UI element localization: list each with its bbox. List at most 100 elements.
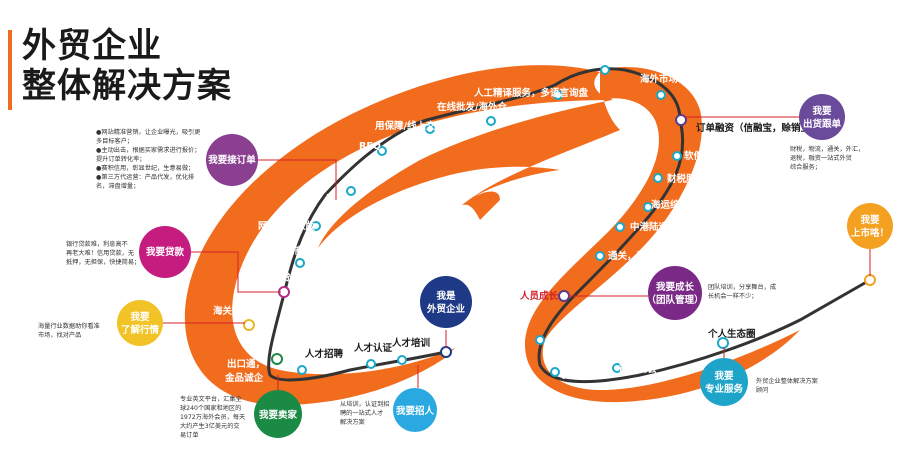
bubble-zhuanye[interactable]: 我要 专业服务 (700, 358, 748, 406)
bubble-chuhuo-line1: 我要 (812, 105, 832, 117)
bubble-jiedan[interactable]: 我要接订单 (206, 134, 258, 186)
label-zaixian: 在线批发/海外仓 (437, 101, 507, 113)
label-haiwai: 海外市场 (640, 73, 679, 85)
track-dot (297, 365, 307, 375)
bubble-connectors (163, 116, 871, 393)
desc-line: 财税，物流，通关，外汇， (790, 146, 865, 153)
desc-hangqing: 海量行业数据助你看准 市场，找对产品 (38, 322, 100, 340)
track-dot (643, 202, 653, 212)
bubble-zhuanye-line2: 专业服务 (705, 383, 744, 395)
track-lower (537, 119, 871, 383)
bubble-waimao[interactable]: 我是 外贸企业 (420, 276, 472, 328)
label-haiyun: 海运综合服务 (651, 199, 709, 211)
label-rencai-peixun: 人才培训 (392, 337, 430, 349)
track-dot (295, 258, 305, 268)
track-dot (271, 353, 283, 365)
bubble-shangshi[interactable]: 我要 上市咯！ (847, 203, 893, 249)
label-dingdan: 订单融资（信融宝，赊销宝） (696, 122, 820, 134)
label-rencai-zhaopin: 人才招聘 (305, 348, 344, 360)
track-dot (535, 335, 545, 345)
bubble-daikuan-text: 我要贷款 (146, 246, 185, 258)
desc-zhuanye: 外贸企业整体解决方案 顾问 (756, 377, 818, 395)
connector-daikuan (190, 251, 281, 293)
bubble-zhaoren[interactable]: 我要招人 (393, 388, 437, 432)
track-dot (558, 290, 570, 302)
label-wangshang-gj: 网商贷高级版 (258, 220, 316, 232)
desc-line: 综合服务； (790, 164, 821, 171)
label-rfq: RFQ (359, 141, 381, 152)
track-dot (653, 173, 663, 183)
bubble-shangshi-line1: 我要 (860, 214, 880, 226)
desc-line: 从培训，认证到招 (340, 401, 390, 408)
desc-line: 银行贷款难，利息高不 (66, 241, 128, 248)
desc-line: 易订单 (180, 432, 199, 439)
desc-line: 长机会一样不少； (708, 293, 758, 300)
track-dot (553, 90, 563, 100)
track-dot (550, 367, 560, 377)
label-jinpin: 金品诚企 (224, 372, 264, 384)
title-accent-bar (8, 30, 12, 110)
label-mingshi: 名师舞台 (548, 338, 587, 350)
bubble-waimao-line2: 外贸企业 (426, 303, 466, 315)
connector-jiedan (256, 159, 337, 200)
desc-line: 团队培训，分享舞台，成 (708, 284, 777, 291)
orange-swoosh-right (525, 66, 800, 403)
bubble-daikuan[interactable]: 我要贷款 (139, 226, 191, 278)
bubble-chengzhang[interactable]: 我要成长 （团队管理） (646, 266, 704, 320)
label-caishui: 财税服务 (666, 173, 706, 185)
bubble-waimao-line1: 我是 (436, 290, 456, 302)
label-shengtai: 个人生态圈 (707, 328, 756, 340)
label-saima: 赛马会 (561, 369, 591, 381)
bubble-maijia-text: 我要卖家 (259, 409, 298, 421)
track-dot (600, 65, 610, 75)
track-dot (311, 221, 321, 231)
desc-line: 聘的一站式人才 (340, 410, 384, 417)
track-dot (440, 346, 452, 358)
desc-line: 多目标客户； (96, 138, 134, 145)
track-dot (656, 90, 666, 100)
desc-line: 退税，融资一站式外贸 (790, 155, 852, 162)
bubble-chuhuo-line2: 出货跟单 (803, 118, 842, 130)
bubble-hangqing-line1: 我要 (130, 311, 150, 323)
desc-line: 名，滞盘增量； (96, 183, 140, 190)
desc-zhaoren: 从培训，认证到招 聘的一站式人才 解决方案 (340, 400, 390, 427)
orange-swoosh-main (184, 65, 611, 406)
desc-line: 提升订单转化率； (96, 156, 146, 163)
track-dot (397, 355, 407, 365)
bubble-chuhuo[interactable]: 我要 出货跟单 (799, 94, 845, 140)
bubble-chengzhang-line2: （团队管理） (646, 294, 703, 306)
desc-line: 顾问 (756, 387, 769, 394)
label-kuaisu: 快速贷 (262, 272, 291, 284)
desc-maijia: 专业英文平台，汇集全 球240个国家和地区的 1972万海外会员，每天 大约产生… (180, 395, 245, 440)
desc-line: 解决方案 (340, 419, 365, 426)
track-dot (425, 124, 435, 134)
track-dot (615, 222, 625, 232)
label-ruanjian: 软件服务 (684, 150, 723, 162)
page-title-line1: 外贸企业 (22, 26, 162, 66)
track-dot (672, 151, 682, 161)
track-dot (595, 251, 605, 261)
desc-jiedan: ●网站精准营销，让企业曝光，吸引更 多目标客户； ●主动出击，根据买家需求进行报… (96, 128, 200, 191)
track-dot (717, 337, 729, 349)
bubble-hangqing-line2: 了解行情 (121, 324, 160, 336)
track-dot (377, 146, 387, 156)
track-dot (675, 114, 687, 126)
desc-line: 外贸企业整体解决方案 (756, 378, 818, 385)
label-rencai-renzheng: 人才认证 (354, 342, 393, 354)
desc-chengzhang: 团队培训，分享舞台，成 长机会一样不少； (708, 283, 776, 301)
track-dot (612, 363, 622, 373)
label-renyuan: 人员成长 (520, 290, 559, 302)
label-haiguan: 海关数据 (213, 305, 252, 317)
bubble-maijia[interactable]: 我要卖家 (254, 390, 302, 438)
track-upper (267, 67, 682, 382)
bubble-hangqing[interactable]: 我要 了解行情 (117, 300, 163, 346)
label-wangshang: 网商贷 (285, 245, 314, 257)
desc-line: 1972万海外会员，每天 (180, 414, 246, 421)
label-rengong: 人工精译服务，多语言询盘 (474, 87, 589, 99)
desc-line: 海量行业数据助你看准 (38, 323, 100, 330)
track-dot (366, 359, 376, 369)
label-shangquan: 商圈商会 (619, 363, 658, 375)
desc-line: 大约产生3亿美元的交 (180, 423, 240, 430)
label-daiyunying: 代运营/旺铺装修 (567, 55, 638, 67)
